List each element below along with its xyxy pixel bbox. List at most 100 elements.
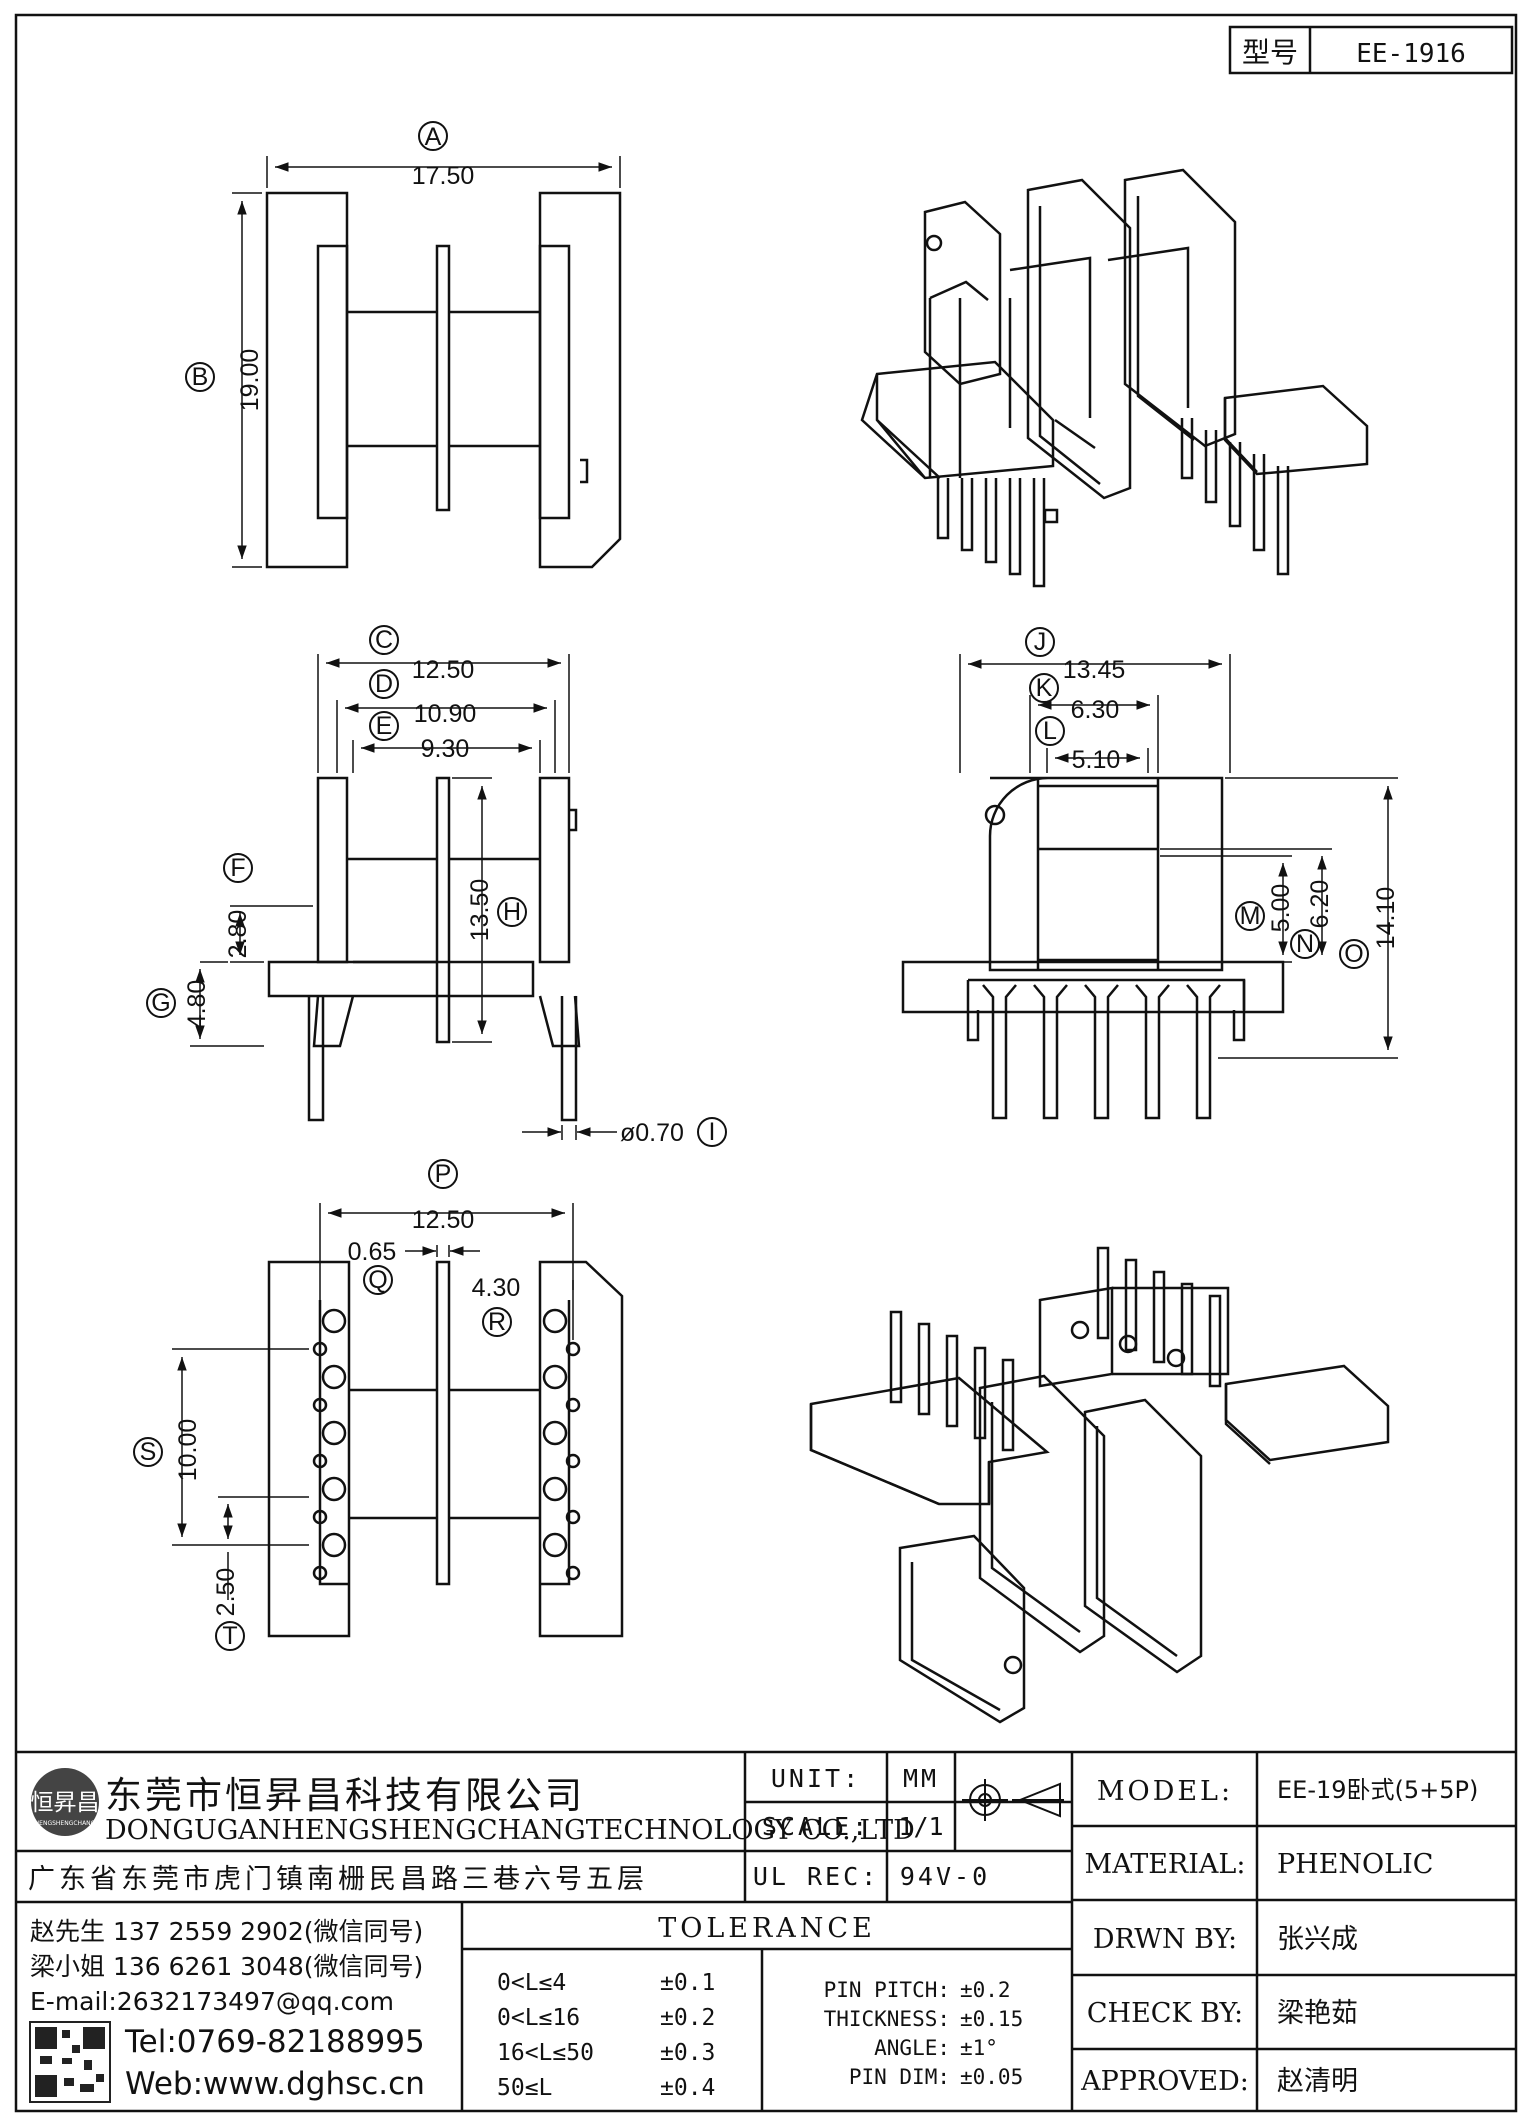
dim-t-value: 2.50 xyxy=(212,1568,240,1617)
dim-q xyxy=(405,1245,480,1257)
logo-subtext: HENGSHENGCHANG xyxy=(35,1820,96,1827)
dim-q-letter: Q xyxy=(368,1266,387,1294)
dim-n-letter: N xyxy=(1296,930,1314,958)
scale-label: SCALE: xyxy=(762,1812,870,1841)
dim-k xyxy=(1029,695,1159,773)
dim-d-value: 10.90 xyxy=(414,700,477,728)
dim-i-letter: I xyxy=(709,1118,716,1146)
tol-angle-value: ±1° xyxy=(960,2036,998,2060)
dim-d-letter: D xyxy=(375,670,393,698)
dim-r-value: 4.30 xyxy=(472,1274,521,1302)
tol-range-1: 0<L≤4 xyxy=(497,1970,566,1996)
model-label: MODEL: xyxy=(1097,1776,1233,1807)
dim-i-value: ø0.70 xyxy=(620,1119,684,1147)
dim-b-letter: B xyxy=(192,363,209,391)
dim-p-letter: P xyxy=(435,1160,452,1188)
projection-symbol-icon xyxy=(962,1779,1064,1821)
tol-range-2: 0<L≤16 xyxy=(497,2005,580,2031)
tolerance-title: TOLERANCE xyxy=(658,1913,876,1944)
dim-c xyxy=(317,654,570,773)
dim-e-value: 9.30 xyxy=(421,735,470,763)
dim-l-value: 5.10 xyxy=(1072,746,1121,774)
dim-i xyxy=(522,1125,617,1140)
contact-email: E-mail:2632173497@qq.com xyxy=(30,1987,394,2016)
tol-value-4: ±0.4 xyxy=(660,2075,715,2101)
dim-t xyxy=(218,1496,309,1600)
dim-f-value: 2.80 xyxy=(224,910,252,959)
approved-value: 赵清明 xyxy=(1277,2066,1358,2097)
drawn-by-label: DRWN BY: xyxy=(1093,1924,1237,1955)
dim-s-value: 10.00 xyxy=(174,1419,202,1482)
dim-c-value: 12.50 xyxy=(412,656,475,684)
dim-d xyxy=(336,700,556,773)
ulrec-value: 94V-0 xyxy=(900,1862,990,1891)
header-model-label: 型号 xyxy=(1242,36,1298,69)
view-top xyxy=(265,191,622,569)
dim-h-letter: H xyxy=(503,898,521,926)
tol-thickness-value: ±0.15 xyxy=(960,2007,1023,2031)
dim-o xyxy=(1218,777,1398,1059)
dim-n xyxy=(1160,848,1332,955)
header-model-box: 型号 EE-1916 xyxy=(1228,25,1514,75)
dim-a-value: 17.50 xyxy=(412,162,475,190)
approved-label: APPROVED: xyxy=(1080,2066,1249,2097)
dim-l-letter: L xyxy=(1043,717,1057,745)
dim-o-letter: O xyxy=(1344,940,1363,968)
check-by-label: CHECK BY: xyxy=(1087,1998,1243,2029)
dim-b-value: 19.00 xyxy=(236,349,264,412)
view-side xyxy=(901,776,1285,1120)
dim-a-letter: A xyxy=(425,123,442,151)
dim-g-letter: G xyxy=(151,989,170,1017)
dim-m-value: 5.00 xyxy=(1267,884,1295,933)
unit-label: UNIT: xyxy=(771,1764,861,1793)
dim-r xyxy=(448,1262,574,1290)
company-logo: 恒昇昌 HENGSHENGCHANG xyxy=(31,1768,100,1836)
dim-c-letter: C xyxy=(375,626,393,654)
dim-f-letter: F xyxy=(230,854,245,882)
dim-j xyxy=(959,654,1231,773)
iso-view-top xyxy=(860,168,1369,588)
dim-g-value: 4.80 xyxy=(183,980,211,1029)
dim-p-value: 12.50 xyxy=(412,1206,475,1234)
dim-j-value: 13.45 xyxy=(1063,656,1126,684)
dim-j-letter: J xyxy=(1034,628,1047,656)
company-name-cn: 东莞市恒昇昌科技有限公司 xyxy=(105,1774,585,1817)
contact-line-1: 赵先生 137 2559 2902(微信同号) xyxy=(30,1917,423,1946)
dim-labels: A 17.50 B 19.00 C 12.50 D 10.90 E 9.30 F… xyxy=(133,121,1400,1651)
view-bottom xyxy=(267,1260,624,1638)
tol-range-3: 16<L≤50 xyxy=(497,2040,594,2066)
sheet-border xyxy=(14,13,1518,2113)
logo-text: 恒昇昌 xyxy=(31,1790,100,1816)
dim-h-value: 13.50 xyxy=(466,879,494,942)
check-by-value: 梁艳茹 xyxy=(1277,1998,1358,2029)
company-address: 广东省东莞市虎门镇南栅民昌路三巷六号五层 xyxy=(28,1864,648,1895)
tol-pin-pitch-label: PIN PITCH: xyxy=(824,1978,950,2002)
dim-f xyxy=(230,905,313,963)
iso-view-bottom xyxy=(809,1246,1390,1724)
contact-line-2: 梁小姐 136 6261 3048(微信同号) xyxy=(30,1952,423,1981)
dim-e xyxy=(352,740,541,773)
company-name-en: DONGUGANHENGSHENGCHANGTECHNOLOGY CO.,LTD xyxy=(105,1815,915,1846)
ulrec-label: UL REC: xyxy=(753,1862,879,1891)
view-front xyxy=(267,776,581,1122)
dim-t-letter: T xyxy=(222,1622,237,1650)
header-model-value: EE-1916 xyxy=(1356,39,1466,69)
tol-value-3: ±0.3 xyxy=(660,2040,715,2066)
dim-g xyxy=(190,961,264,1047)
contact-web: Web:www.dghsc.cn xyxy=(125,2066,425,2102)
material-value: PHENOLIC xyxy=(1277,1849,1433,1880)
dim-b xyxy=(232,192,262,568)
dim-a xyxy=(266,156,621,188)
dim-h xyxy=(452,777,492,1043)
title-block xyxy=(16,1750,1516,2111)
scale-value: 1/1 xyxy=(898,1812,943,1841)
contact-tel: Tel:0769-82188995 xyxy=(124,2024,425,2060)
dim-o-value: 14.10 xyxy=(1372,887,1400,950)
qr-code-icon xyxy=(29,2021,111,2103)
dim-q-value: 0.65 xyxy=(348,1238,397,1266)
dim-s xyxy=(172,1348,309,1546)
tol-pin-pitch-value: ±0.2 xyxy=(960,1978,1011,2002)
dim-m xyxy=(1160,855,1292,955)
dim-k-value: 6.30 xyxy=(1071,696,1120,724)
